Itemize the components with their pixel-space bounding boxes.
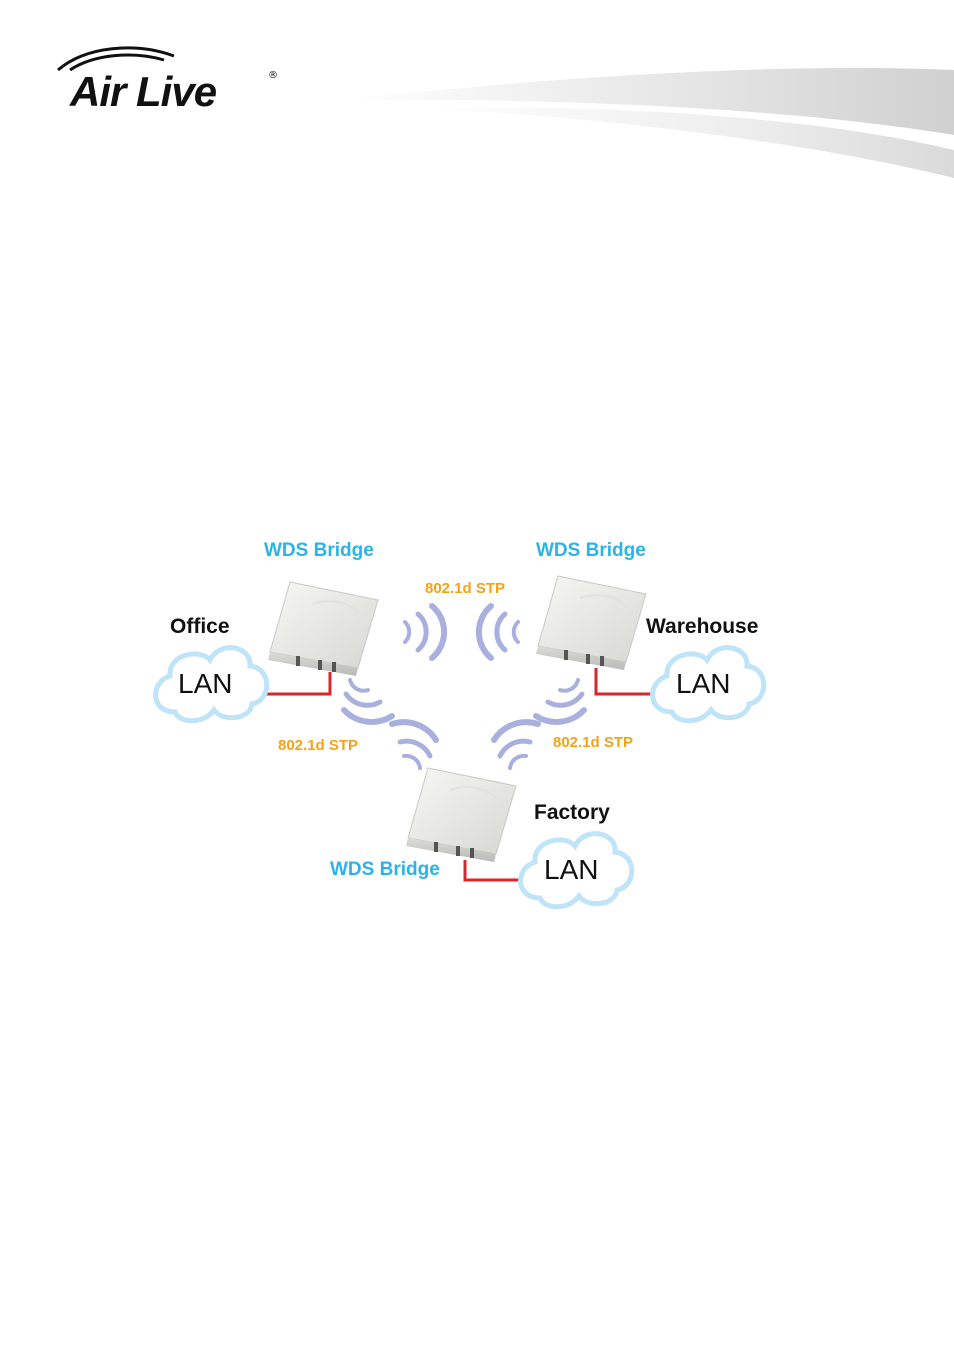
wds-bridge-device-factory <box>406 768 516 862</box>
site-label-factory: Factory <box>534 801 610 825</box>
wave-icon-left-lower <box>392 722 436 768</box>
wds-bridge-device-warehouse <box>536 576 646 670</box>
wds-bridge-device-office <box>268 582 378 676</box>
site-label-office: Office <box>170 615 230 639</box>
bridge-label-office: WDS Bridge <box>264 540 374 562</box>
lan-label-factory: LAN <box>544 854 598 886</box>
wave-icon-left-upper <box>344 680 392 722</box>
bridge-label-factory: WDS Bridge <box>330 859 440 881</box>
wave-icon-right-upper <box>536 680 584 722</box>
wave-icon-right-lower <box>494 722 538 768</box>
cable-factory <box>465 860 524 880</box>
site-label-warehouse: Warehouse <box>646 615 758 639</box>
link-label-left: 802.1d STP <box>278 737 358 754</box>
cable-office <box>262 672 330 694</box>
lan-label-warehouse: LAN <box>676 668 730 700</box>
lan-label-office: LAN <box>178 668 232 700</box>
wave-icon-top-left <box>405 606 444 658</box>
bridge-label-warehouse: WDS Bridge <box>536 540 646 562</box>
link-label-right: 802.1d STP <box>553 734 633 751</box>
link-label-top: 802.1d STP <box>425 580 505 597</box>
cable-warehouse <box>596 668 660 694</box>
wave-icon-top-right <box>479 606 518 658</box>
